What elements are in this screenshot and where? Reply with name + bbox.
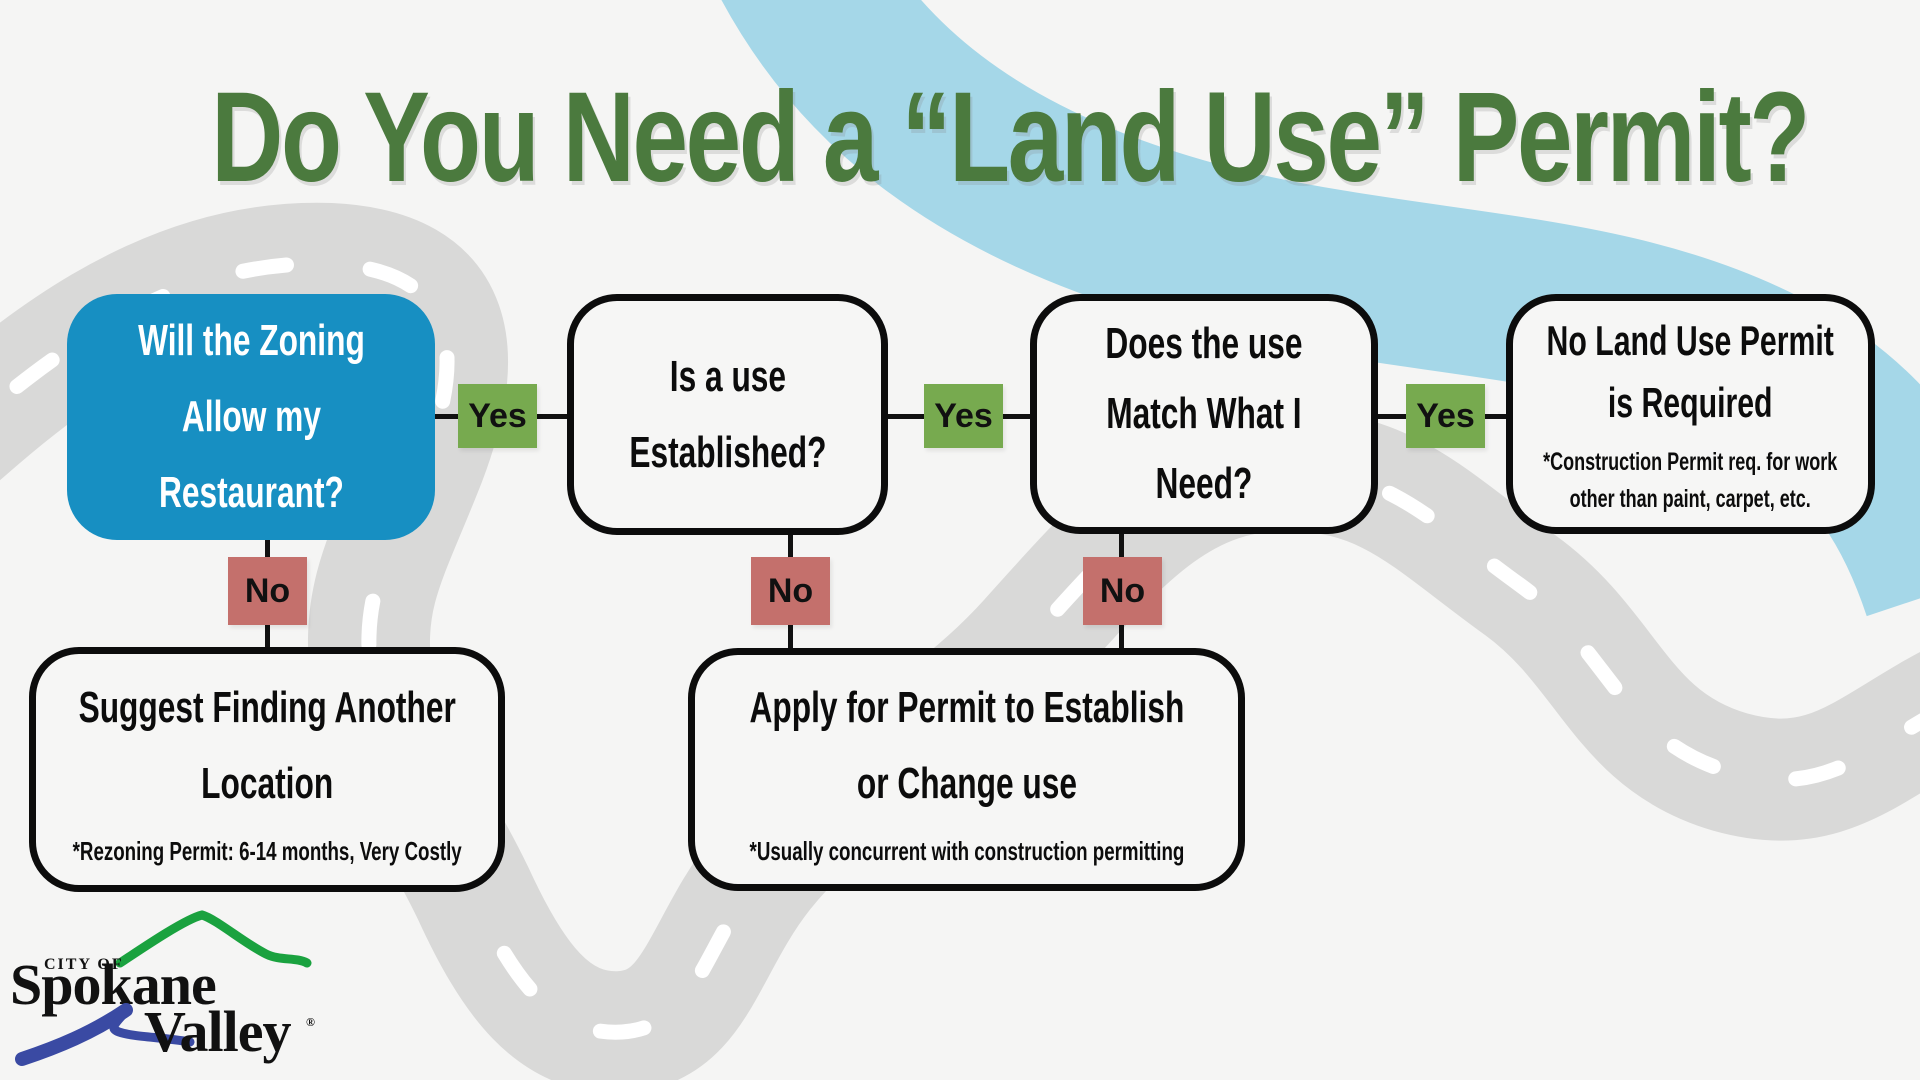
no-connector-2: No (751, 557, 830, 625)
no-label: No (244, 571, 291, 610)
yes-connector-1: Yes (458, 384, 537, 448)
no-label: No (1099, 571, 1146, 610)
yes-label: Yes (1416, 396, 1475, 435)
question-line: Established? (628, 427, 827, 477)
outcome-footnote: *Construction Permit req. for work (1543, 448, 1838, 476)
outcome-box-apply-permit: Apply for Permit to Establish or Change … (688, 648, 1245, 891)
outcome-footnote: *Usually concurrent with construction pe… (749, 835, 1184, 866)
outcome-box-no-permit-text: No Land Use Permit is Required *Construc… (1543, 310, 1837, 518)
outcome-line: Suggest Finding Another (78, 682, 456, 732)
spokane-valley-logo: CITY OF Spokane Valley ® (10, 910, 315, 1066)
question-box-zoning-text: Will the Zoning Allow my Restaurant? (138, 303, 365, 531)
question-line: Restaurant? (158, 468, 344, 517)
question-line: Allow my (181, 392, 321, 441)
question-box-use-match-text: Does the use Match What I Need? (1105, 309, 1302, 519)
question-line: Will the Zoning (137, 316, 365, 365)
outcome-line: No Land Use Permit (1546, 317, 1835, 364)
outcome-line: is Required (1608, 379, 1773, 426)
outcome-footnote: *Rezoning Permit: 6-14 months, Very Cost… (72, 835, 462, 866)
no-label: No (767, 571, 814, 610)
yes-label: Yes (468, 396, 527, 435)
question-line: Is a use (669, 351, 786, 401)
logo-city-of-text: CITY OF (44, 956, 124, 973)
outcome-box-apply-permit-text: Apply for Permit to Establish or Change … (749, 670, 1184, 870)
logo-registered-mark: ® (306, 1015, 315, 1029)
road-dashes (0, 256, 1920, 1040)
outcome-box-another-location-text: Suggest Finding Another Location *Rezoni… (72, 670, 461, 870)
outcome-box-no-permit: No Land Use Permit is Required *Construc… (1506, 294, 1875, 534)
outcome-box-another-location: Suggest Finding Another Location *Rezoni… (29, 647, 505, 892)
logo-spokane-text: Spokane (10, 952, 216, 1017)
outcome-line: or Change use (856, 758, 1077, 808)
logo-river-icon (109, 1006, 195, 1047)
logo-river-icon (15, 1003, 133, 1066)
question-box-zoning: Will the Zoning Allow my Restaurant? (67, 294, 435, 540)
page-title: Do You Need a “Land Use” Permit? (211, 66, 1810, 209)
no-connector-3: No (1083, 557, 1162, 625)
yes-connector-2: Yes (924, 384, 1003, 448)
question-box-use-match: Does the use Match What I Need? (1030, 294, 1378, 534)
no-connector-1: No (228, 557, 307, 625)
logo-mountain-icon (115, 910, 312, 968)
yes-connector-3: Yes (1406, 384, 1485, 448)
question-line: Need? (1155, 459, 1253, 508)
logo-valley-text: Valley (144, 999, 292, 1064)
outcome-line: Location (201, 758, 334, 808)
outcome-line: Apply for Permit to Establish (749, 682, 1184, 732)
question-line: Match What I (1106, 389, 1302, 438)
yes-label: Yes (934, 396, 993, 435)
outcome-footnote: other than paint, carpet, etc. (1569, 485, 1812, 513)
question-box-use-established: Is a use Established? (567, 294, 888, 535)
question-box-use-established-text: Is a use Established? (629, 339, 826, 491)
question-line: Does the use (1105, 319, 1303, 368)
